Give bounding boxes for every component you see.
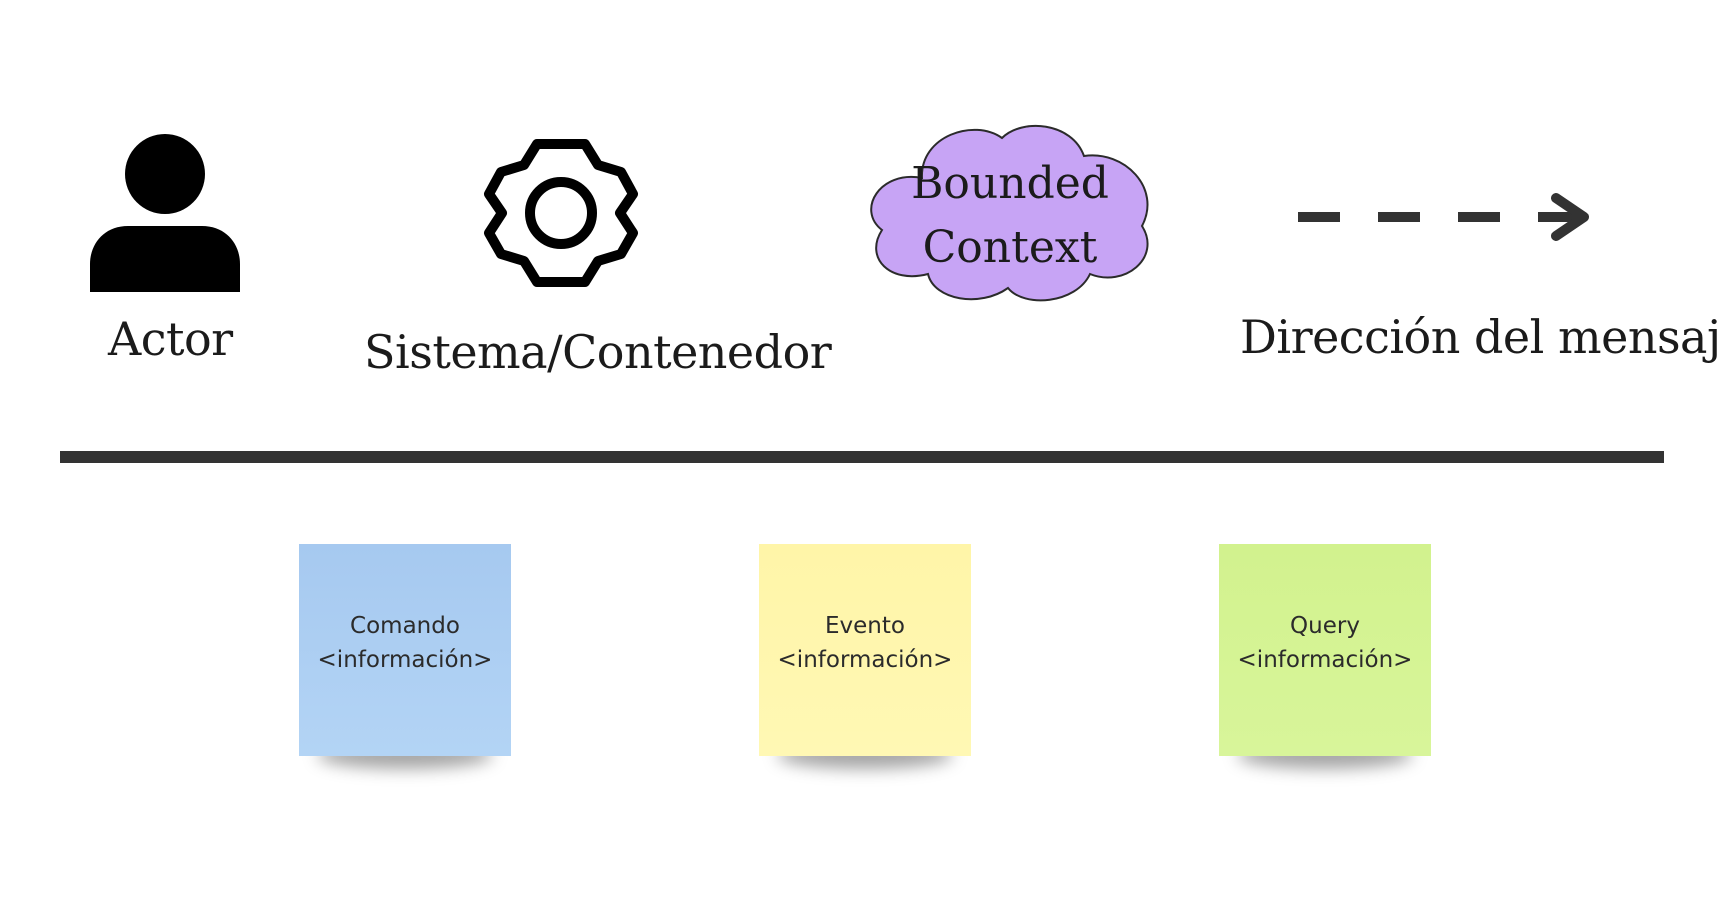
- sticky-detail: <información>: [777, 647, 953, 673]
- sticky-evento: Evento <información>: [759, 544, 971, 769]
- divider: [60, 451, 1664, 463]
- person-icon: [90, 134, 240, 292]
- sticky-note: Evento <información>: [759, 544, 971, 756]
- bounded-context-cloud: [870, 124, 1149, 302]
- sticky-detail: <información>: [1237, 647, 1413, 673]
- sticky-note: Query <información>: [1219, 544, 1431, 756]
- bounded-context-label: Bounded Context: [860, 152, 1160, 280]
- sticky-title: Evento: [825, 613, 905, 639]
- bounded-context-line2: Context: [922, 222, 1098, 273]
- bounded-context-line1: Bounded: [911, 158, 1109, 209]
- gear-icon: [484, 139, 638, 287]
- dashed-arrow-icon: [1298, 193, 1589, 241]
- actor-label: Actor: [108, 312, 233, 366]
- system-label: Sistema/Contenedor: [364, 325, 832, 379]
- sticky-note: Comando <información>: [299, 544, 511, 756]
- sticky-query: Query <información>: [1219, 544, 1431, 769]
- direction-label: Dirección del mensaje: [1240, 310, 1717, 364]
- sticky-title: Query: [1290, 613, 1360, 639]
- sticky-detail: <información>: [317, 647, 493, 673]
- sticky-title: Comando: [350, 613, 460, 639]
- sticky-comando: Comando <información>: [299, 544, 511, 769]
